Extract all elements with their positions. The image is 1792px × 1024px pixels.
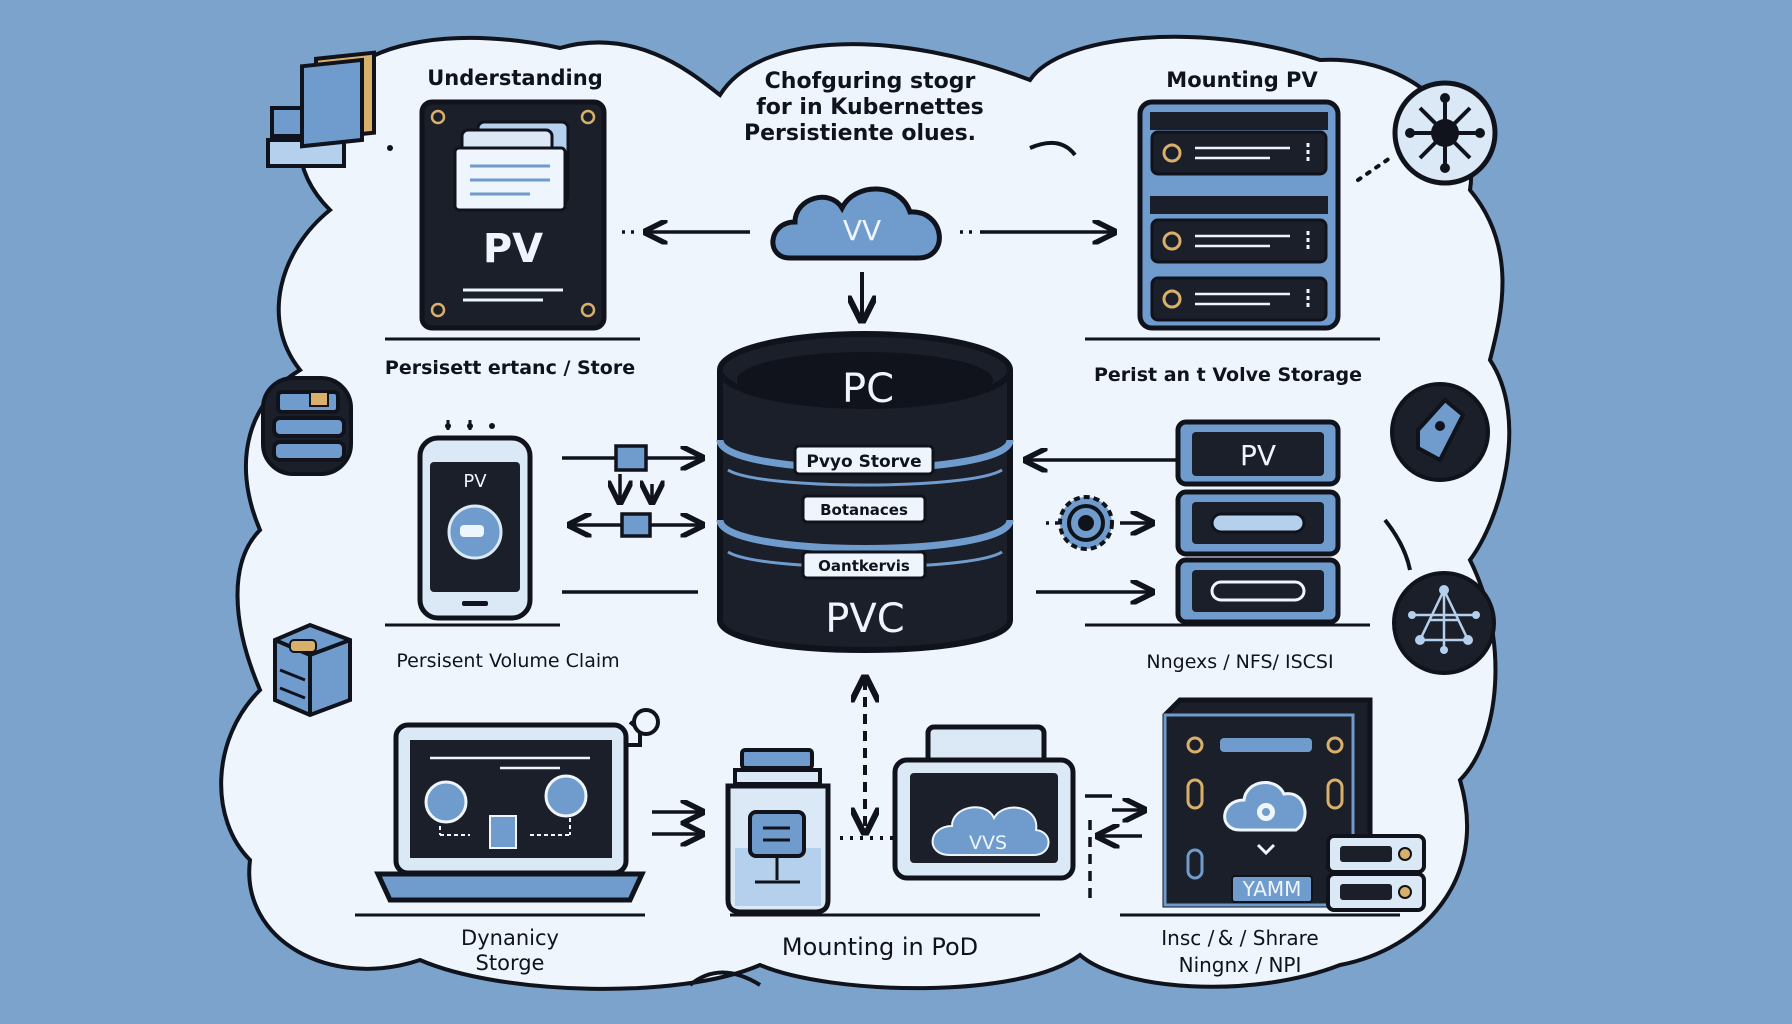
phone-pv-label: PV: [463, 471, 487, 492]
header-line-1: Chofguring stogr: [765, 69, 976, 94]
server-rack-bottom-right: YAMM: [1162, 697, 1426, 912]
db-band-3: Oantkervis: [818, 557, 910, 575]
shield-key-icon: [261, 376, 353, 476]
cloud-vv-label: VV: [843, 214, 881, 247]
laptop-icon: [374, 708, 660, 903]
double-arrows-right: [1085, 794, 1142, 900]
network-hub-icon: [1392, 80, 1498, 186]
cloud-notch: [688, 970, 762, 987]
right-stack-pv-label: PV: [1240, 439, 1276, 472]
db-band-1: Pvyo Storve: [806, 452, 921, 472]
dot: [387, 145, 393, 151]
double-arrows-left: [652, 812, 700, 834]
db-top-label: PC: [842, 366, 894, 412]
header-line-3: Persistiente olues.: [744, 121, 976, 146]
caption-nfs-iscsi: Nngexs / NFS/ ISCSI: [1146, 651, 1333, 673]
db-bottom-label: PVC: [825, 596, 904, 642]
caption-persistent-volume-storage: Perist an t Volve Storage: [1094, 364, 1362, 386]
jar-icon: [725, 748, 831, 915]
cloud-curl: [1029, 140, 1077, 157]
tag-icon: [1390, 382, 1490, 482]
title-mounting-pv: Mounting PV: [1166, 68, 1318, 92]
server-rack-top-right: [1137, 99, 1341, 331]
caption-persistent-store: Persisett ertanc / Store: [385, 357, 635, 379]
pv-card: PV: [419, 99, 607, 331]
cloud-icon: VV: [770, 186, 942, 261]
caption-rules: [355, 337, 1400, 917]
caption-persistent-volume-claim: Persisent Volume Claim: [396, 650, 619, 672]
server-yaml-label: YAMM: [1242, 877, 1302, 901]
title-understanding: Understanding: [427, 66, 603, 90]
header-line-2: for in Kubernettes: [756, 95, 984, 120]
node-graph-icon: [1392, 571, 1496, 675]
left-flow-connectors: [562, 444, 700, 594]
caption-dynamic-storage-1: Dynanicy: [461, 926, 559, 950]
dotted-connector: [1356, 156, 1392, 182]
caption-share-1: Insc / & / Shrare: [1161, 926, 1318, 950]
monitor-icon: VVS: [892, 724, 1076, 881]
pv-stack-right: PV: [1175, 419, 1341, 625]
caption-share-2: Ningnx / NPI: [1179, 953, 1302, 977]
gear-icon: [1058, 495, 1114, 551]
monitor-vvs-label: VVS: [969, 832, 1007, 854]
caption-dynamic-storage-2: Storge: [476, 951, 545, 975]
caption-mounting-in-pod: Mounting in PoD: [782, 933, 978, 961]
curve-connector: [1383, 518, 1412, 571]
storage-stack-icon: [266, 50, 376, 168]
server-cube-icon: [273, 622, 352, 718]
phone-icon: PV: [417, 420, 533, 621]
right-flow-connectors: [1028, 460, 1178, 592]
database-icon: PC Pvyo Storve Botanaces Oantkervis PVC: [716, 331, 1014, 653]
pv-card-label: PV: [483, 226, 543, 272]
db-band-2: Botanaces: [820, 501, 908, 519]
